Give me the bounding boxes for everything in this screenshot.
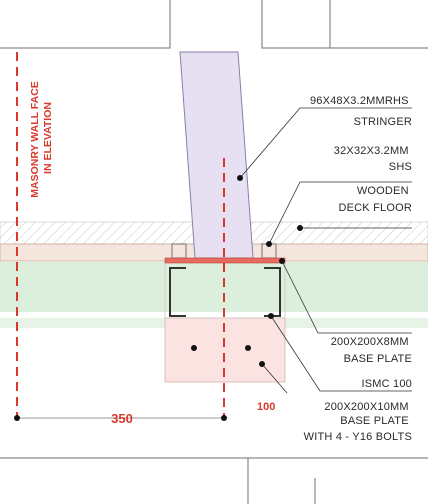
bottom-outline bbox=[0, 457, 428, 504]
label-shs: 32X32X3.2MM SHS bbox=[334, 145, 412, 173]
shs-left bbox=[171, 243, 187, 259]
green-band-upper bbox=[0, 262, 428, 312]
dot-base-plate bbox=[279, 258, 285, 264]
base-plate-red bbox=[164, 257, 286, 264]
dimension-100: 100 bbox=[257, 401, 275, 413]
label-ismc: ISMC 100 bbox=[361, 378, 412, 390]
dimension-350: 350 bbox=[111, 411, 133, 426]
leader-base-plate-bottom bbox=[261, 363, 288, 394]
label-base-plate-bottom: 200X200X10MM BASE PLATE WITH 4 - Y16 BOL… bbox=[304, 401, 412, 443]
dimension-end-right bbox=[221, 415, 227, 421]
label-base-plate-top: 200X200X8MM BASE PLATE bbox=[331, 336, 412, 365]
top-outline bbox=[0, 0, 428, 49]
dimension-end-left bbox=[14, 415, 20, 421]
leader-stringer bbox=[239, 107, 412, 179]
leader-shs bbox=[268, 181, 412, 245]
dot-ismc bbox=[268, 313, 274, 319]
bolt-dot-1 bbox=[191, 345, 197, 351]
dot-shs bbox=[266, 241, 272, 247]
bolt-dot-3 bbox=[259, 361, 265, 367]
leader-ismc bbox=[270, 315, 412, 392]
leader-base-plate-top bbox=[281, 260, 412, 334]
bolt-dot-2 bbox=[245, 345, 251, 351]
label-stringer: 96X48X3.2MMRHS STRINGER bbox=[310, 95, 412, 128]
channel-left bbox=[169, 267, 186, 317]
wall-face-label: MASONRY WALL FACE IN ELEVATION bbox=[29, 78, 54, 197]
dot-stringer bbox=[237, 175, 243, 181]
label-deck: WOODEN DECK FLOOR bbox=[338, 185, 412, 214]
dot-deck bbox=[297, 225, 303, 231]
